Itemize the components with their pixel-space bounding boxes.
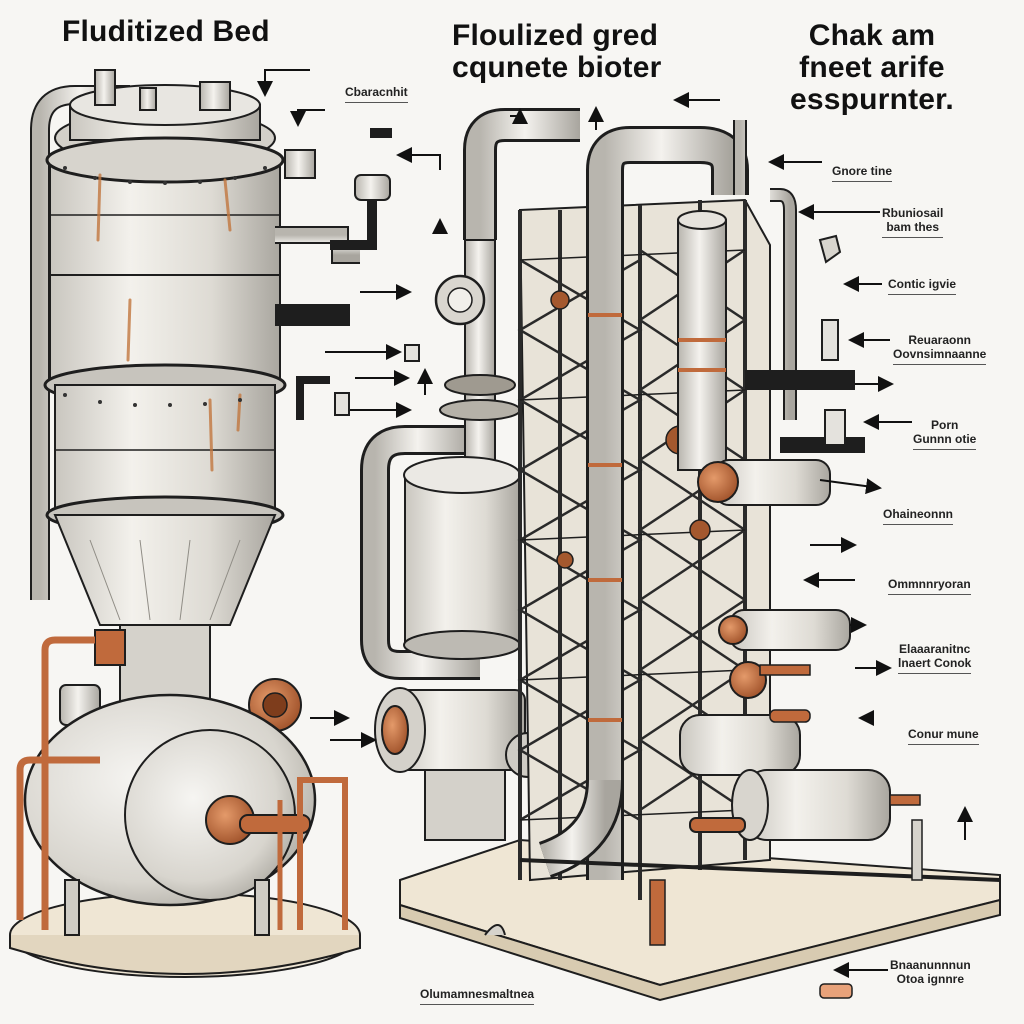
title-right-line3: esspurnter. [790,83,954,116]
callout-label: Elaaaranitnc lnaert Conok [898,642,972,674]
callout-text: Conur mune [908,727,979,741]
arrow-icon [819,478,882,495]
arrow-icon [510,108,528,124]
callout-text: Olumamnesmaltnea [420,987,535,1001]
callout-text: Porn Gunnn otie [913,418,977,446]
callout-text: Cbaracnhit [345,85,408,99]
lattice-tower [517,120,1001,946]
title-right-line2: fneet arife [799,51,945,84]
decorative-parts [370,128,853,999]
callout-text: Elaaaranitnc lnaert Conok [898,642,972,670]
callout-label: Olumamnesmaltnea [420,987,535,1005]
callout-label: Bnaanunnnun Otoa ignnre [890,958,971,986]
callout-text: Bnaanunnnun Otoa ignnre [890,958,971,986]
title-center-line2: cqunete bioter [452,51,662,84]
callout-text: Ommnnryoran [888,577,971,591]
callout-label: Cbaracnhit [345,86,408,103]
callout-text: Rbuniosail bam thes [882,206,944,234]
callout-arrows [257,69,973,978]
callout-label: Ohaineonnn [883,508,953,525]
arrow-icon [396,147,441,170]
callout-text: Reuaraonn Oovnsimnaanne [893,333,987,361]
title-fluidized-bed: Fluditized Bed [62,15,270,48]
title-right: Chak am fneet arife esspurnter. [790,20,954,116]
callout-text: Ohaineonnn [883,507,953,521]
fluidized-bed-vessel [16,69,420,936]
callout-label: Rbuniosail bam thes [882,206,944,238]
center-boiler [360,108,583,841]
callout-text: Gnore tine [832,164,893,178]
callout-label: Contic igvie [888,277,957,295]
callout-label: Reuaraonn Oovnsimnaanne [893,333,987,365]
callout-label: Ommnnryoran [888,578,971,595]
callout-text: Contic igvie [888,277,957,291]
callout-label: Porn Gunnn otie [913,418,977,450]
title-right-line1: Chak am [808,19,936,52]
title-center-line1: Floulized gred [452,19,659,52]
arrow-icon [257,69,310,97]
callout-label: Gnore tine [832,164,893,182]
arrow-icon [290,109,325,127]
title-center: Floulized gred cqunete bioter [452,20,662,84]
callout-label: Conur mune [908,728,979,745]
